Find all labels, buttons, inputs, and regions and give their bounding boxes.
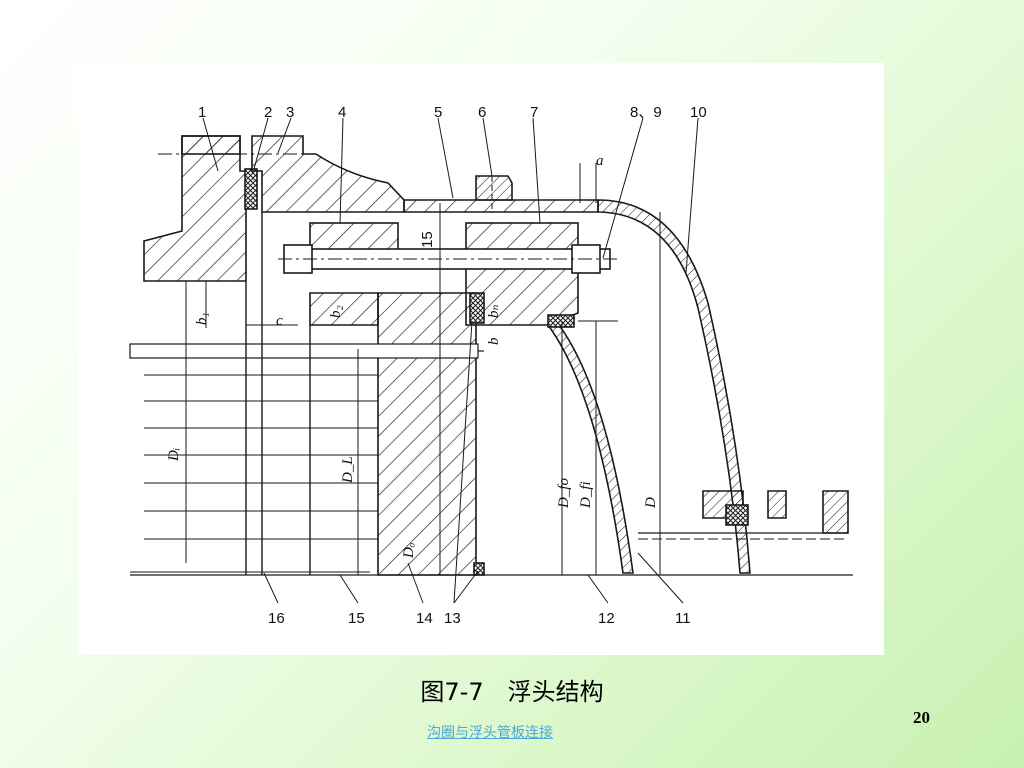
part-number: 12 (598, 610, 615, 627)
part-number: 10 (690, 104, 707, 121)
dim-Dfo: D_fo (556, 478, 572, 510)
dim-DL: D_L (340, 456, 356, 484)
part-number: 4 (338, 104, 346, 121)
dim-Di: Dᵢ (166, 448, 182, 462)
figure-caption: 图7-7 浮头结构 (420, 678, 604, 706)
shell-flange (143, 135, 247, 282)
part-number: 15 (348, 610, 365, 627)
part-number: 1 (198, 104, 206, 121)
dim-bn: bₙ (486, 304, 502, 318)
dished-head (597, 199, 751, 574)
floating-head-svg: 1 2 3 4 5 6 7 8、9 10 16 15 14 13 12 11 a… (129, 104, 853, 627)
dim-15: 15 (419, 231, 436, 248)
tie-rod (129, 343, 479, 359)
part-numbers-bottom: 16 15 14 13 12 11 (268, 610, 691, 627)
part-number: 13 (444, 610, 461, 627)
dim-D: D (643, 497, 659, 509)
part-number: 2 (264, 104, 272, 121)
floating-head-drawing: 1 2 3 4 5 6 7 8、9 10 16 15 14 13 12 11 a… (78, 63, 884, 655)
part-number: 14 (416, 610, 433, 627)
part-number: 3 (286, 104, 294, 121)
dim-Do: Dₒ (401, 543, 417, 559)
page-number: 20 (913, 708, 930, 727)
part-number: 6 (478, 104, 486, 121)
vent-plug (475, 175, 513, 201)
dim-c: c (276, 313, 283, 329)
cover-flange (251, 135, 405, 213)
floating-tubesheet (377, 292, 477, 576)
dim-a: a (596, 153, 604, 169)
part-number: 16 (268, 610, 285, 627)
part-number: 8、9 (630, 104, 662, 121)
gasket (244, 168, 258, 210)
dim-b: b (486, 337, 502, 345)
part-number: 7 (530, 104, 538, 121)
dimension-labels: a b₁ b₂ bₙ b c 15 Dᵢ D_L Dₒ D_fo D_fi D (166, 153, 659, 559)
part-number: 5 (434, 104, 442, 121)
dim-Dfi: D_fi (578, 481, 594, 509)
dim-b1: b₁ (194, 312, 210, 325)
footer-link[interactable]: 沟圈与浮头管板连接 (427, 725, 553, 741)
part-number: 11 (675, 610, 691, 627)
part-numbers-top: 1 2 3 4 5 6 7 8、9 10 (198, 104, 707, 121)
dim-b2: b₂ (328, 305, 344, 318)
